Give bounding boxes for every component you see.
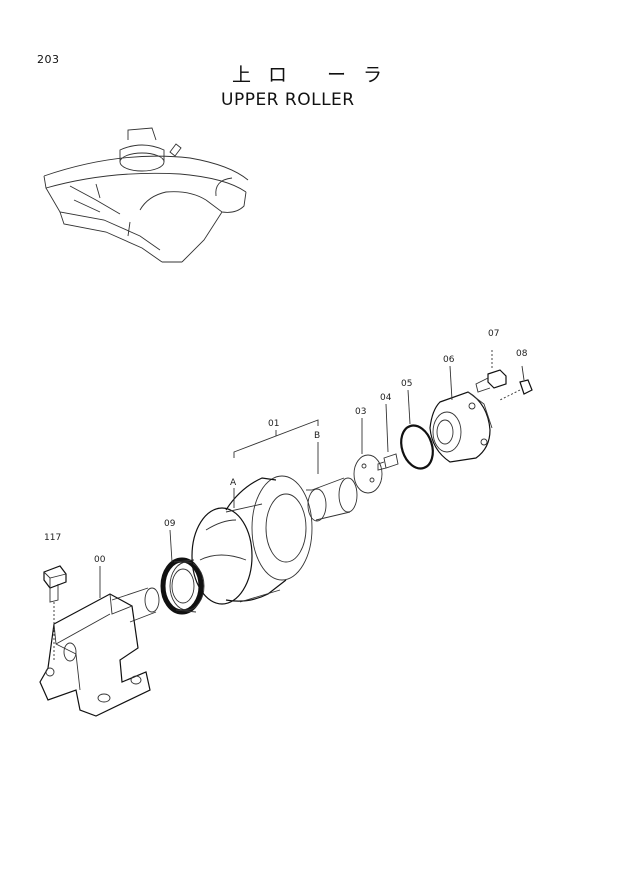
floating-seal-09 xyxy=(160,557,205,615)
callout-06: 06 xyxy=(443,355,455,365)
callout-00: 00 xyxy=(94,555,106,565)
title-english: UPPER ROLLER xyxy=(221,90,355,110)
pin-04 xyxy=(377,453,399,471)
thrust-plate-03 xyxy=(353,454,383,494)
callout-03: 03 xyxy=(355,407,366,417)
callout-01: 01 xyxy=(268,419,279,429)
callout-05: 05 xyxy=(401,379,412,389)
callout-07: 07 xyxy=(488,329,499,339)
page-number: 203 xyxy=(37,53,60,66)
callout-labels: 01 A B 03 04 05 06 07 08 09 00 117 xyxy=(44,329,528,565)
leader-lines xyxy=(99,365,453,598)
bushing xyxy=(306,477,358,522)
title-japanese: 上ロ ーラ xyxy=(232,64,400,86)
end-cover-06 xyxy=(429,391,493,463)
callout-117: 117 xyxy=(44,533,61,543)
roller-body xyxy=(191,475,313,605)
callout-04: 04 xyxy=(380,393,392,403)
bolt-117 xyxy=(43,565,67,660)
o-ring-05 xyxy=(400,424,434,470)
callout-09: 09 xyxy=(164,519,176,529)
track-frame-location-sketch xyxy=(43,127,249,263)
callout-a: A xyxy=(230,478,237,488)
callout-08: 08 xyxy=(516,349,528,359)
roller-bracket-00 xyxy=(39,587,160,717)
plug-08 xyxy=(499,365,533,401)
callout-b: B xyxy=(314,431,320,441)
bolt-07 xyxy=(475,350,507,393)
